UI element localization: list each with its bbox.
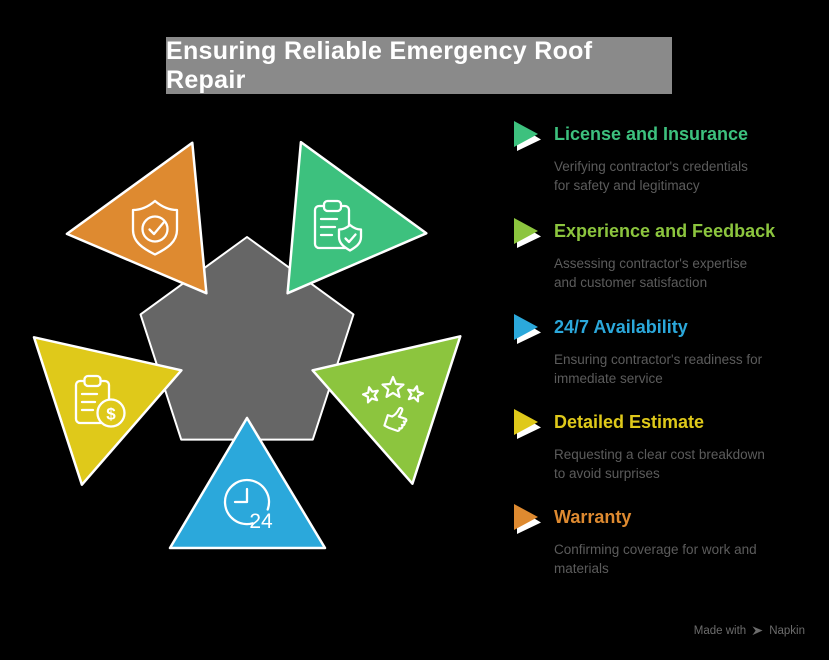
napkin-logo-icon [752, 626, 763, 636]
item-title: License and Insurance [554, 124, 749, 144]
clipboard-dollar-icon: $ [74, 374, 126, 428]
svg-text:$: $ [106, 405, 116, 424]
arrow-bullet-icon [514, 504, 541, 534]
item-title: 24/7 Availability [554, 317, 688, 337]
item-title: Detailed Estimate [554, 412, 705, 432]
list-item-availability: 24/7 Availability Ensuring contractor's … [512, 312, 762, 388]
item-title: Warranty [554, 507, 632, 527]
stars-thumbs-up-icon [361, 375, 425, 433]
made-with-napkin-badge[interactable]: Made with Napkin [694, 624, 805, 637]
svg-text:24: 24 [249, 510, 273, 533]
arrow-bullet-icon [514, 314, 541, 344]
napkin-brand-label: Napkin [769, 624, 805, 637]
clock-24-icon: 24 [223, 478, 273, 533]
title-banner: Ensuring Reliable Emergency Roof Repair [166, 37, 672, 94]
page-title: Ensuring Reliable Emergency Roof Repair [166, 36, 593, 94]
item-title: Experience and Feedback [554, 221, 776, 241]
list-item-warranty: Warranty Confirming coverage for work an… [512, 502, 757, 578]
list-item-estimate: Detailed Estimate Requesting a clear cos… [512, 407, 765, 483]
item-description: Confirming coverage for work and materia… [554, 542, 757, 576]
item-description: Assessing contractor's expertise and cus… [554, 256, 748, 290]
arrow-bullet-icon [514, 409, 541, 439]
availability-triangle [168, 416, 327, 550]
item-description: Requesting a clear cost breakdown to avo… [554, 447, 765, 481]
clipboard-shield-check-icon [313, 199, 363, 252]
item-description: Ensuring contractor's readiness for imme… [554, 352, 763, 386]
list-item-license: License and Insurance Verifying contract… [512, 119, 748, 195]
made-with-label: Made with [693, 624, 747, 637]
shield-check-icon [131, 199, 179, 256]
arrow-bullet-icon [514, 121, 541, 151]
warranty-triangle [65, 141, 208, 295]
license-triangle [286, 140, 428, 295]
list-item-experience: Experience and Feedback Assessing contra… [512, 216, 775, 292]
feedback-triangle [311, 335, 462, 485]
arrow-bullet-icon [514, 218, 541, 248]
item-description: Verifying contractor's credentials for s… [554, 159, 748, 193]
